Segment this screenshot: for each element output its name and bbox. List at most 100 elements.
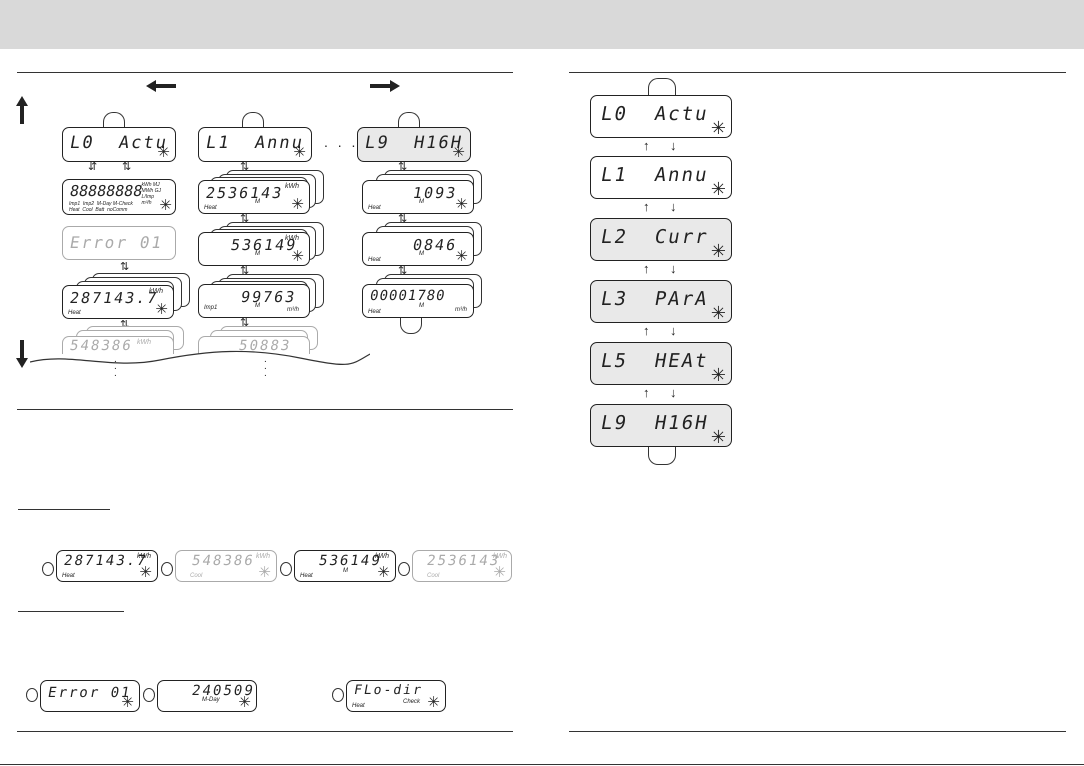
lcd-right-l5: L5 HEAt ✳ [590, 342, 732, 385]
page-bottom-rule [0, 764, 1084, 765]
arrow-updown-icon: ⇅ [398, 161, 408, 173]
arrow-updown-icon: ⇅ [398, 265, 408, 277]
arrow-updown-icon: ⇅ [120, 319, 130, 331]
star-icon: ✳ [455, 248, 468, 265]
lcd-level-l1: L1 Annu ✳ [198, 127, 312, 162]
star-icon: ✳ [710, 365, 726, 385]
star-icon: ✳ [291, 196, 304, 213]
lcd-unit: m³/h [287, 307, 299, 313]
arrow-updown-icon: ↑ [643, 261, 650, 276]
lcd-digits: 287143.7 [68, 289, 160, 307]
lcd-error-2: 240509 M-Day ✳ [157, 680, 257, 712]
lcd-label: Heat [204, 205, 217, 211]
lcd-unit: kWh [285, 183, 299, 190]
left-bottom-rule [17, 731, 513, 732]
lcd-error-1: Error 01 ✳ [40, 680, 140, 712]
lcd-unit: kWh [493, 553, 507, 560]
moon-icon [363, 416, 370, 430]
loop-arrow [26, 688, 38, 702]
lcd-marker: M [255, 303, 260, 309]
lcd-right-l2: L2 Curr ✳ [590, 218, 732, 261]
star-icon: ✳ [710, 303, 726, 323]
arrow-updown-icon: ⇅ [120, 261, 130, 273]
lcd-digits: 2536143 [204, 184, 285, 202]
moon-icon [22, 554, 34, 580]
lcd-digits: Error 01 [68, 233, 165, 252]
lcd-digits: 536149 [317, 553, 383, 569]
arrow-down-icon [16, 340, 28, 368]
lcd-text: L1 Annu [599, 164, 711, 186]
loop-arrow-l1 [242, 112, 264, 128]
lcd-rotation-4: 2536143 kWh Cool ✳ [412, 550, 512, 582]
arrow-updown-icon: ⇅ [122, 161, 132, 173]
star-icon: ✳ [291, 248, 304, 265]
lcd-marker: M [343, 568, 348, 574]
lcd-cool-value: 548386 kWh [62, 336, 174, 354]
lcd-segment-test: 88888888 kWh MJ MWh GJ L/Imp m³/h Imp1 I… [62, 179, 176, 215]
lcd-max-value-3: 00001780 m³/h M Heat [362, 284, 474, 318]
arrow-updown-icon: ⇅ [240, 265, 250, 277]
arrow-updown-icon: ⇅ [240, 213, 250, 225]
arrow-updown-icon: ↑ [643, 138, 650, 153]
star-icon: ✳ [258, 564, 271, 581]
loop-arrow [143, 688, 155, 702]
star-icon: ✳ [377, 564, 390, 581]
star-icon: ✳ [139, 564, 152, 581]
loop-arrow [42, 562, 54, 576]
lcd-unit: kWh [285, 235, 299, 242]
lcd-rotation-1: 287143.7 kWh Heat ✳ [56, 550, 158, 582]
lcd-unit: kWh [149, 288, 163, 295]
heading-underline [18, 509, 110, 510]
arrow-updown-icon: ⇅ [240, 317, 250, 329]
lcd-digits: Error 01 [46, 685, 133, 701]
lcd-label: Imp1 [204, 305, 218, 311]
lcd-bottom-value: 50883 [198, 336, 310, 354]
right-bottom-rule [569, 731, 1066, 732]
lcd-unit: kWh [137, 339, 151, 346]
lcd-label: Cool [427, 573, 440, 579]
vertical-dots-icon: . . . [264, 354, 270, 379]
star-icon: ✳ [238, 694, 251, 711]
lcd-label: Cool [190, 573, 203, 579]
lcd-heat-value: 287143.7 kWh Heat ✳ [62, 285, 174, 319]
star-icon: ✳ [493, 564, 506, 581]
loop-arrow [161, 562, 173, 576]
star-icon: ✳ [159, 197, 172, 214]
lcd-digits: 287143.7 [62, 553, 149, 569]
lcd-label: Heat [300, 573, 313, 579]
arrow-updown-icon: ⇅ [398, 213, 408, 225]
loop-arrow-l0 [103, 112, 125, 128]
lcd-rotation-3: 536149 kWh M Heat ✳ [294, 550, 396, 582]
loop-arrow-bottom [400, 318, 422, 334]
heading-underline [18, 611, 124, 612]
lcd-label: Heat [368, 205, 381, 211]
lcd-text: L0 Actu [68, 133, 170, 153]
lcd-marker: M [419, 199, 424, 205]
lcd-unit: kWh [375, 553, 389, 560]
lcd-unit: kWh [137, 553, 151, 560]
lcd-max-value-2: 0846 M Heat ✳ [362, 232, 474, 266]
lcd-label: Heat [368, 309, 381, 315]
lcd-level-l9: L9 H16H ✳ [357, 127, 471, 162]
lcd-digits: 2536143 [425, 553, 502, 569]
star-icon: ✳ [157, 144, 170, 161]
header-bar [0, 0, 1084, 49]
lcd-label: M-Day [202, 697, 220, 703]
left-mid-rule [17, 409, 513, 410]
lcd-text: L5 HEAt [599, 350, 711, 372]
star-icon: ✳ [455, 196, 468, 213]
lcd-labels: Imp1 Imp2 M-Day M-Check Heat Cool Batt n… [69, 201, 133, 213]
lcd-marker: M [255, 199, 260, 205]
lcd-digits: 00001780 [368, 288, 447, 304]
lcd-right-l0: L0 Actu ✳ [590, 95, 732, 138]
vertical-dots-icon: . . . [114, 354, 120, 379]
lcd-error-display: Error 01 [62, 226, 176, 260]
lcd-imp-value: 99763 m³/h M Imp1 [198, 284, 310, 318]
arrow-updown-icon: ↑ [643, 385, 650, 400]
loop-arrow [398, 562, 410, 576]
arrow-updown-icon: ↑ [643, 199, 650, 214]
left-top-rule [17, 72, 513, 73]
arrow-updown-icon: ↑ [643, 323, 650, 338]
lcd-digits: FLo-dir [352, 683, 425, 698]
lcd-right-l9: L9 H16H ✳ [590, 404, 732, 447]
